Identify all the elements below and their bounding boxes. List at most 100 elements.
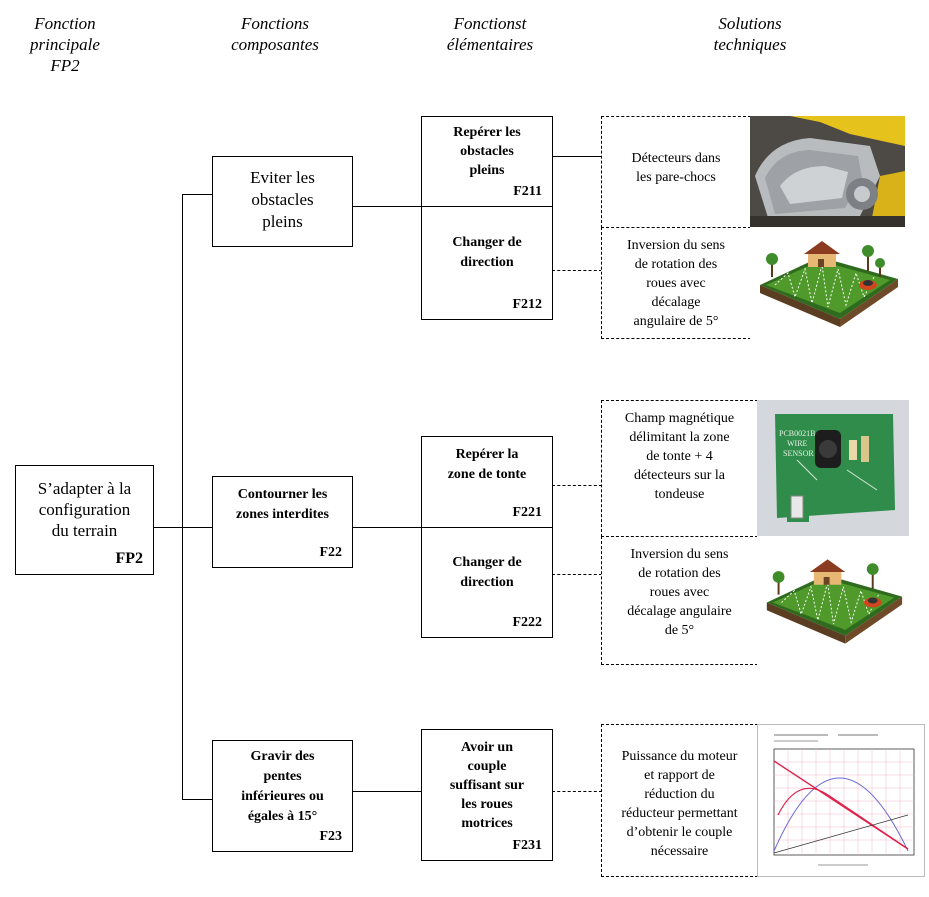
label-line: Gravir des <box>250 749 315 764</box>
label-line: obstacles <box>460 144 514 159</box>
label-line: zone de tonte <box>447 467 527 482</box>
label-line: Changer de <box>452 555 522 570</box>
header-fonction-principale: Fonction principale FP2 <box>20 13 110 76</box>
elementary-f212-box: Changer de direction F212 <box>421 206 553 320</box>
header-line: Fonctions <box>241 14 309 33</box>
text-line: Inversion du sens <box>627 238 725 253</box>
text-line: Inversion du sens <box>630 547 729 562</box>
solution-5-box: Puissance du moteur et rapport de réduct… <box>601 724 758 877</box>
header-line: composantes <box>231 35 319 54</box>
solution-1-text: Détecteurs dans les pare-chocs <box>602 149 750 187</box>
connector-f23-out <box>352 791 422 792</box>
header-fonctions-elementaires: Fonctionst élémentaires <box>420 13 560 55</box>
elementary-f212-code: F212 <box>512 297 542 312</box>
label-line: pleins <box>469 163 505 178</box>
header-line: principale <box>30 35 100 54</box>
component-f23-label: Gravir des pentes inférieures ou égales … <box>213 747 352 827</box>
main-function-box: S’adapter à la configuration du terrain … <box>15 465 154 575</box>
main-function-label: S’adapter à la configuration du terrain <box>16 478 153 541</box>
label-line: suffisant sur <box>449 778 525 793</box>
elementary-f231-code: F231 <box>512 838 542 853</box>
text-line: et rapport de <box>644 768 715 783</box>
label-line: Eviter les <box>250 168 315 187</box>
label-line: Avoir un <box>461 740 513 755</box>
wire-sensor-board-photo: PCB0021B WIRE SENSOR <box>757 400 909 537</box>
connector-f231-solution <box>552 791 602 792</box>
connector-f222-solution <box>552 574 602 575</box>
connector-f212-solution <box>552 270 602 271</box>
label-line: pentes <box>263 769 302 784</box>
text-line: décalage angulaire <box>627 604 732 619</box>
text-line: de tonte + 4 <box>646 449 713 464</box>
label-line: zones interdites <box>236 507 329 522</box>
connector-trunk <box>182 194 183 800</box>
label-line: les roues <box>461 797 513 812</box>
label-line: direction <box>460 255 514 270</box>
text-line: détecteurs sur la <box>634 468 725 483</box>
lawn-mower-illustration <box>757 536 909 665</box>
elementary-f221-box: Repérer la zone de tonte F221 <box>421 436 553 528</box>
text-line: Puissance du moteur <box>621 749 738 764</box>
board-text-3: SENSOR <box>783 449 814 458</box>
elementary-f231-label: Avoir un couple suffisant sur les roues … <box>422 738 552 833</box>
label-line: Contourner les <box>237 487 328 502</box>
text-line: de 5° <box>664 623 695 638</box>
component-f23-code: F23 <box>319 829 342 844</box>
header-line: Fonction <box>34 14 96 33</box>
connector-f221-solution <box>552 485 602 486</box>
text-line: les pare-chocs <box>636 170 716 185</box>
elementary-f211-box: Repérer les obstacles pleins F211 <box>421 116 553 207</box>
text-line: d’obtenir le couple <box>626 825 733 840</box>
label-line: couple <box>467 759 507 774</box>
label-line: obstacles <box>251 190 314 209</box>
label-line: inférieures ou <box>241 789 324 804</box>
solution-2-box: Inversion du sens de rotation des roues … <box>601 227 751 339</box>
elementary-f211-code: F211 <box>513 184 542 199</box>
component-f21-label: Eviter les obstacles pleins <box>213 167 352 233</box>
board-text-2: WIRE <box>787 439 808 448</box>
elementary-f222-code: F222 <box>512 615 542 630</box>
motor-characteristic-chart <box>757 724 925 877</box>
text-line: Champ magnétique <box>624 411 735 426</box>
header-line: Solutions <box>718 14 782 33</box>
header-line: Fonctionst <box>453 14 527 33</box>
main-function-code: FP2 <box>115 550 143 567</box>
label-line: Repérer les <box>453 125 521 140</box>
solution-5-text: Puissance du moteur et rapport de réduct… <box>602 747 757 861</box>
text-line: angulaire de 5° <box>633 314 719 329</box>
text-line: de rotation des <box>638 566 721 581</box>
board-text-1: PCB0021B <box>779 429 815 438</box>
text-line: de rotation des <box>634 257 718 272</box>
header-line: élémentaires <box>446 35 534 54</box>
solution-4-box: Inversion du sens de rotation des roues … <box>601 536 758 665</box>
component-f21-box: Eviter les obstacles pleins <box>212 156 353 247</box>
connector-f22-out <box>352 527 422 528</box>
label-line: direction <box>460 575 514 590</box>
text-line: tondeuse <box>654 487 705 502</box>
connector-f211-solution <box>552 156 602 157</box>
label-line: Repérer la <box>455 447 519 462</box>
bumper-photo <box>750 116 905 228</box>
component-f22-box: Contourner les zones interdites F22 <box>212 476 353 568</box>
component-f22-code: F22 <box>319 545 342 560</box>
elementary-f221-code: F221 <box>512 505 542 520</box>
component-f22-label: Contourner les zones interdites <box>213 485 352 525</box>
header-solutions-techniques: Solutions techniques <box>680 13 820 55</box>
solution-3-box: Champ magnétique délimitant la zone de t… <box>601 400 758 537</box>
component-f23-box: Gravir des pentes inférieures ou égales … <box>212 740 353 852</box>
label-line: égales à 15° <box>247 809 318 824</box>
solution-3-text: Champ magnétique délimitant la zone de t… <box>602 409 757 504</box>
connector-to-f21 <box>182 194 212 195</box>
header-fonctions-composantes: Fonctions composantes <box>205 13 345 55</box>
lawn-mower-illustration <box>750 227 905 339</box>
text-line: décalage <box>651 295 701 310</box>
header-line: techniques <box>713 35 787 54</box>
text-line: réduction du <box>644 787 715 802</box>
text-line: roues avec <box>646 276 706 291</box>
label-line: motrices <box>461 816 513 831</box>
elementary-f221-label: Repérer la zone de tonte <box>422 445 552 485</box>
text-line: roues avec <box>649 585 710 600</box>
text-line: Détecteurs dans <box>631 151 721 166</box>
text-line: délimitant la zone <box>629 430 730 445</box>
header-line: FP2 <box>50 56 80 75</box>
